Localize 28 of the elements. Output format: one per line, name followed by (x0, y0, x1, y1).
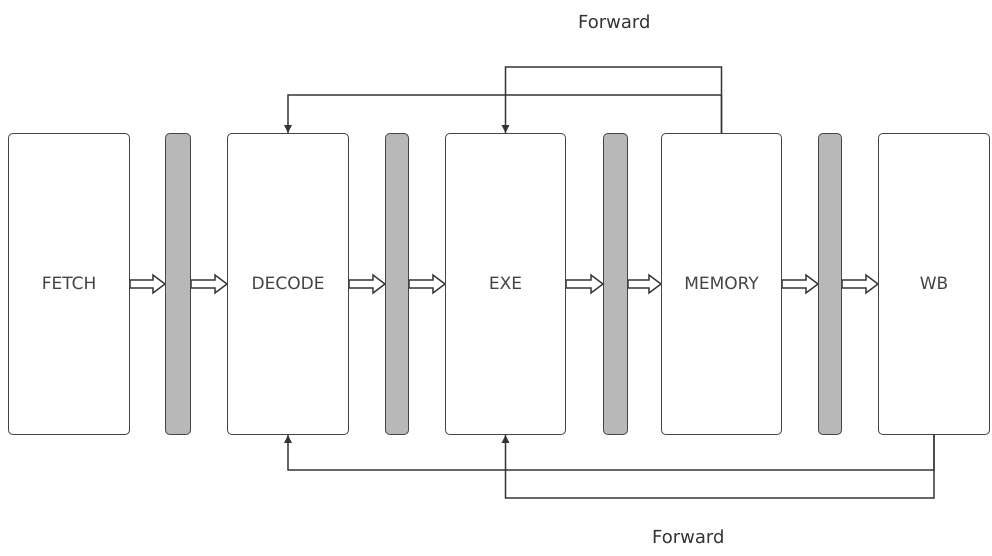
hollow-arrow (781, 274, 820, 294)
forward-arrow (284, 435, 935, 471)
pipeline-register-bar (385, 133, 409, 435)
forward-label: Forward (578, 12, 650, 33)
stage-box (878, 133, 990, 435)
stage-label: WB (920, 274, 948, 294)
pipeline-register-bar (603, 133, 628, 435)
forward-arrow (502, 66, 722, 133)
hollow-arrow (408, 274, 446, 294)
stage-label: MEMORY (684, 274, 759, 294)
stage-box (8, 133, 130, 435)
hollow-arrow (190, 274, 228, 294)
stage-box (227, 133, 349, 435)
forward-arrow (502, 435, 935, 499)
stage-box (445, 133, 566, 435)
hollow-arrow (627, 274, 662, 294)
pipeline-register-bar (165, 133, 191, 435)
hollow-arrow (565, 274, 604, 294)
hollow-arrow (348, 274, 386, 294)
hollow-arrow (841, 274, 880, 294)
forward-arrow (284, 94, 722, 133)
pipeline-register-bar (818, 133, 842, 435)
stage-label: EXE (488, 274, 522, 294)
stage-box (661, 133, 782, 435)
stage-label: FETCH (42, 274, 96, 294)
hollow-arrow (129, 274, 166, 294)
forward-label: Forward (652, 527, 724, 548)
stage-label: DECODE (252, 274, 324, 294)
